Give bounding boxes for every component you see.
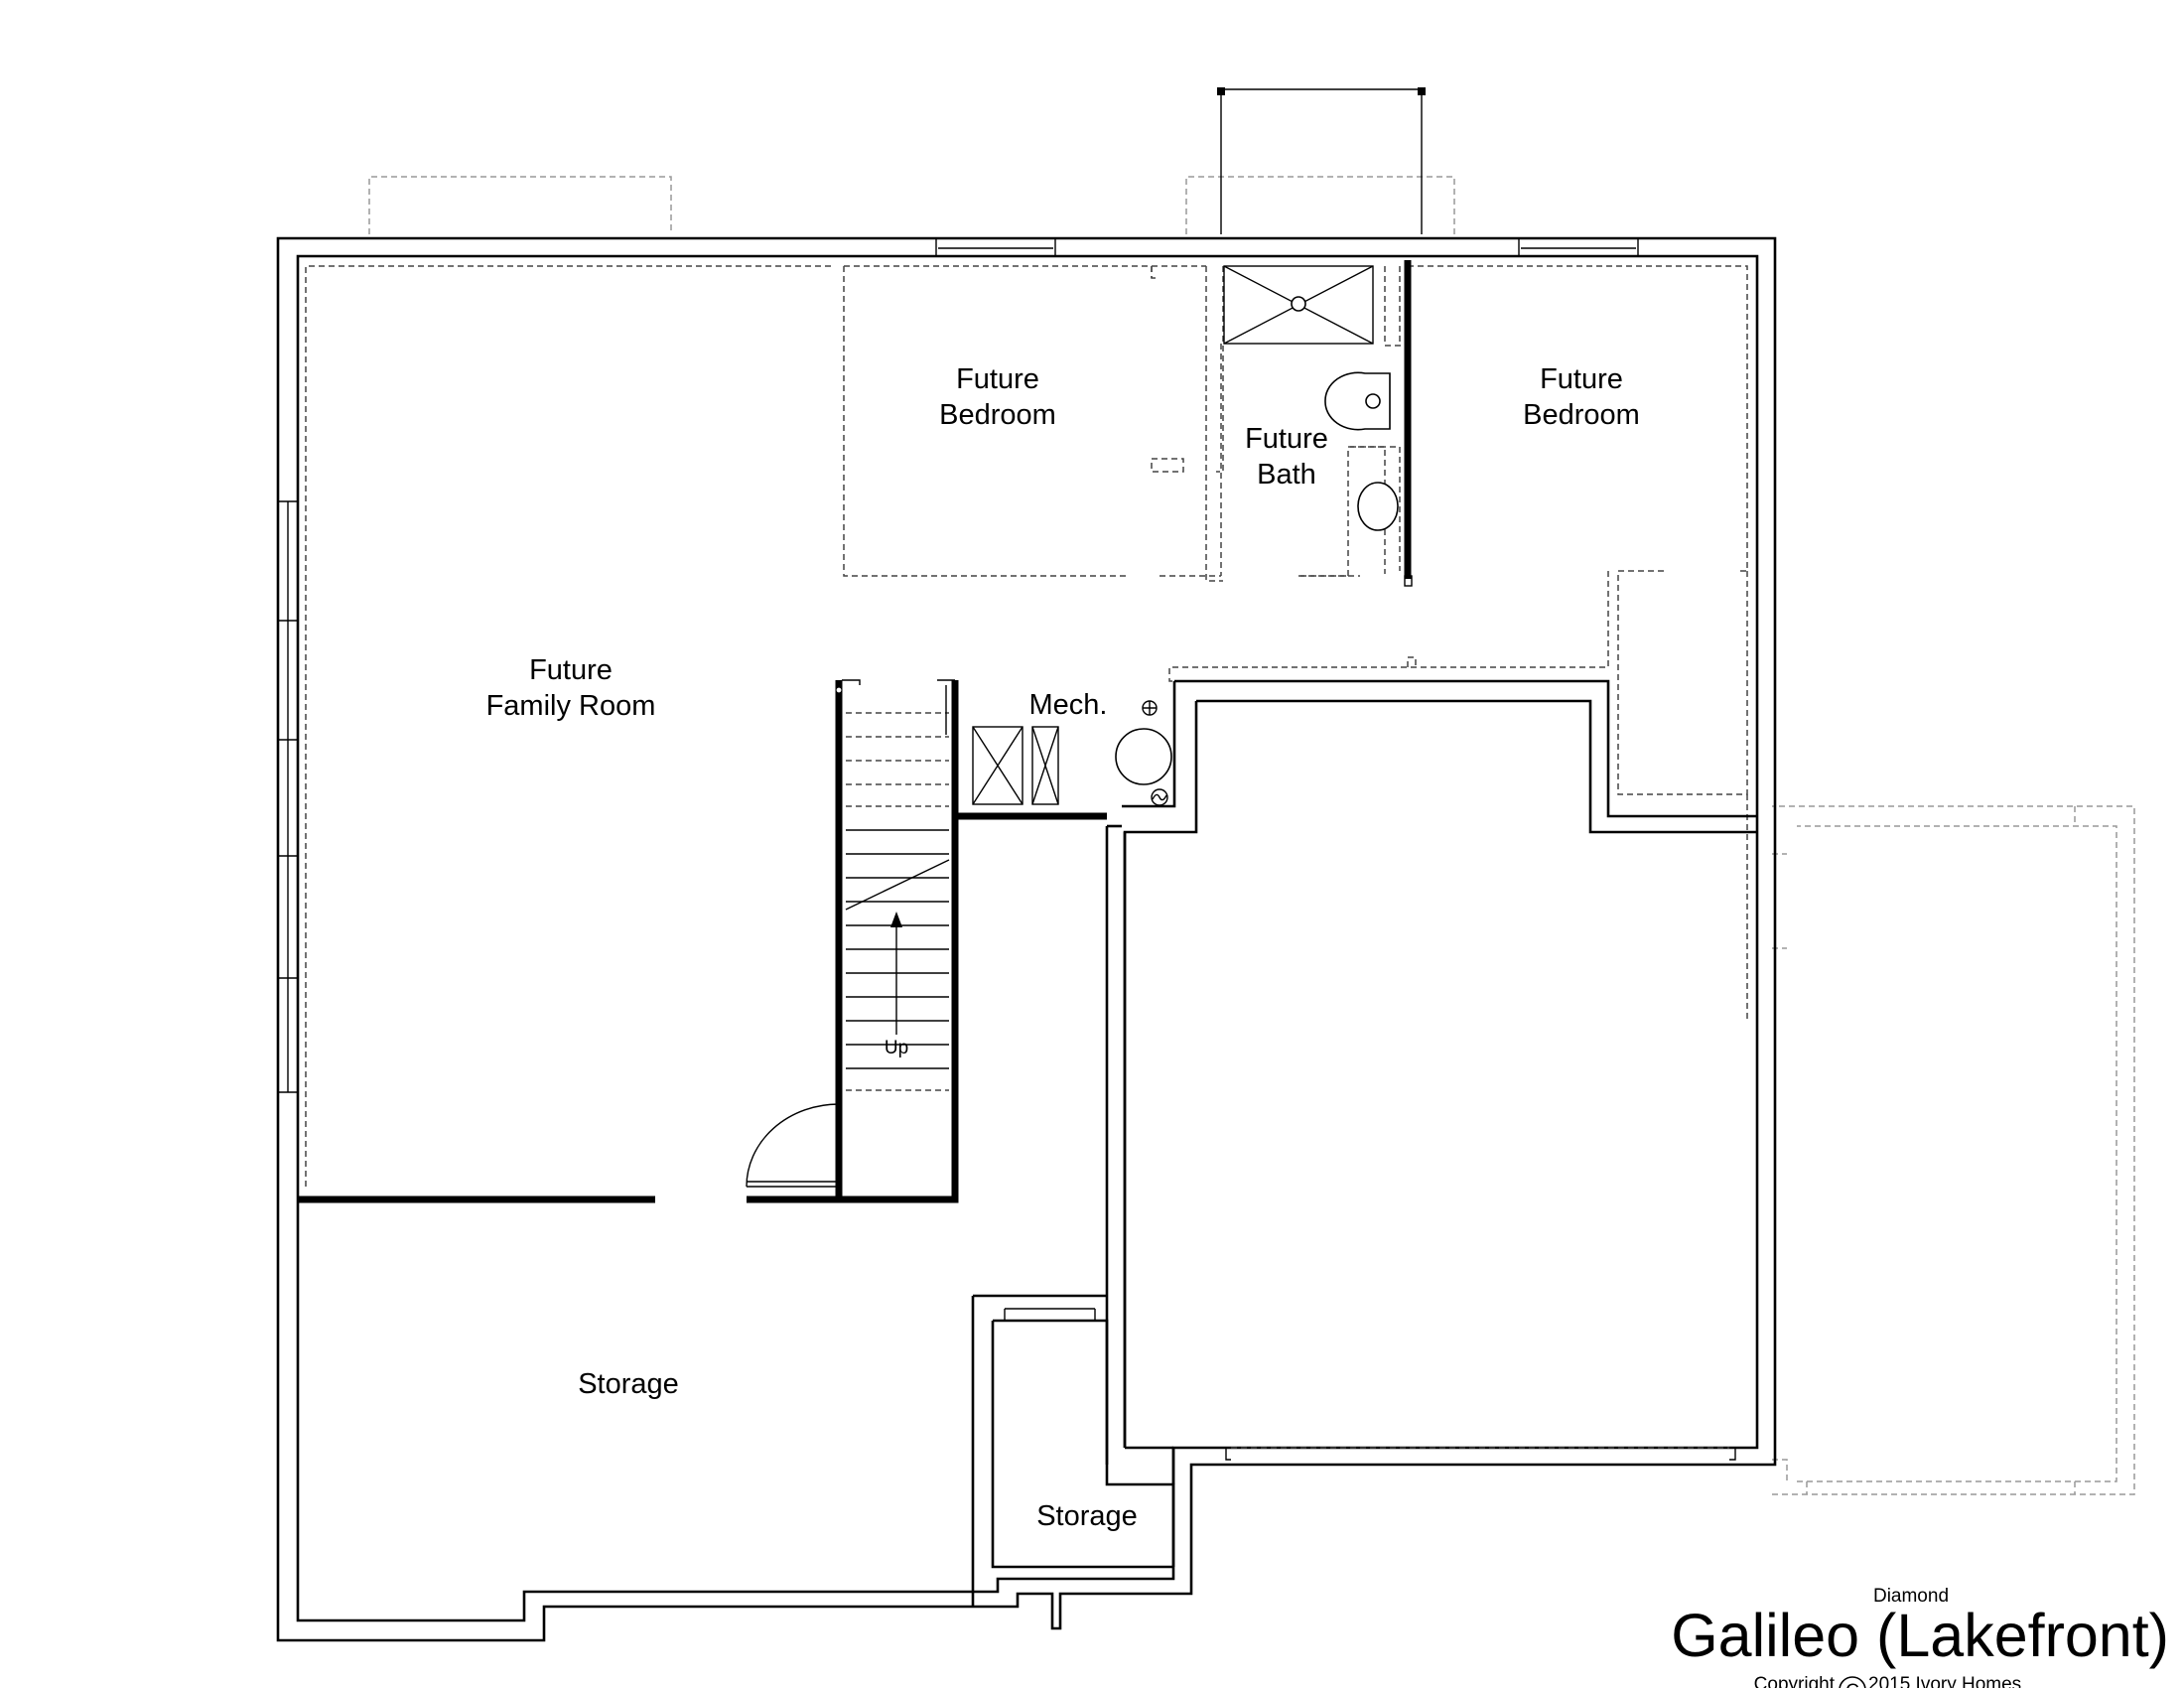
title-block: Diamond Galileo (Lakefront) Copyright C … [1671,1586,2169,1688]
finish-lines [305,265,1748,1187]
mech-room [972,700,1172,806]
series-label: Diamond [1873,1586,1949,1607]
exterior-projections [368,87,2135,1495]
garage-area [1105,679,1757,1465]
water-softener-icon [1031,726,1059,805]
copyright-circle-icon [1839,1676,1866,1688]
small-storage [971,1294,1175,1607]
bedroom-right-label-line2: Bedroom [1523,399,1640,431]
mech-label: Mech. [1029,689,1108,721]
bath-label-line2: Bath [1257,459,1316,491]
copyright-rest: 2015 Ivory Homes [1868,1674,2021,1688]
copyright-symbol: C [1845,1681,1859,1688]
future-bath-fixtures [1160,265,1401,577]
family-room-label-line2: Family Room [486,690,656,722]
bath-label-line1: Future [1245,423,1328,455]
plan-name: Galileo (Lakefront) [1671,1602,2169,1669]
storage-main-label: Storage [578,1368,679,1400]
furnace-icon [972,726,1024,805]
stairs[interactable]: Up [747,679,1107,1203]
room-labels: Future Family Room Future Bedroom Future… [486,363,1640,1532]
bedroom-left-label-line1: Future [956,363,1039,395]
copyright-prefix: Copyright [1754,1674,1836,1688]
stair-up-label: Up [885,1038,908,1058]
interior-walls [298,1103,840,1203]
water-heater-icon [1115,728,1172,785]
bedroom-right-label-line1: Future [1540,363,1623,395]
family-room-label-line1: Future [529,654,613,686]
sink-icon [1357,482,1399,531]
foundation-walls [276,236,1777,1642]
bedroom-left-label-line2: Bedroom [939,399,1056,431]
sump-icon [1151,788,1168,806]
shower-drain-icon [1291,296,1306,312]
storage-small-label: Storage [1036,1500,1138,1532]
toilet-icon [1324,371,1391,431]
